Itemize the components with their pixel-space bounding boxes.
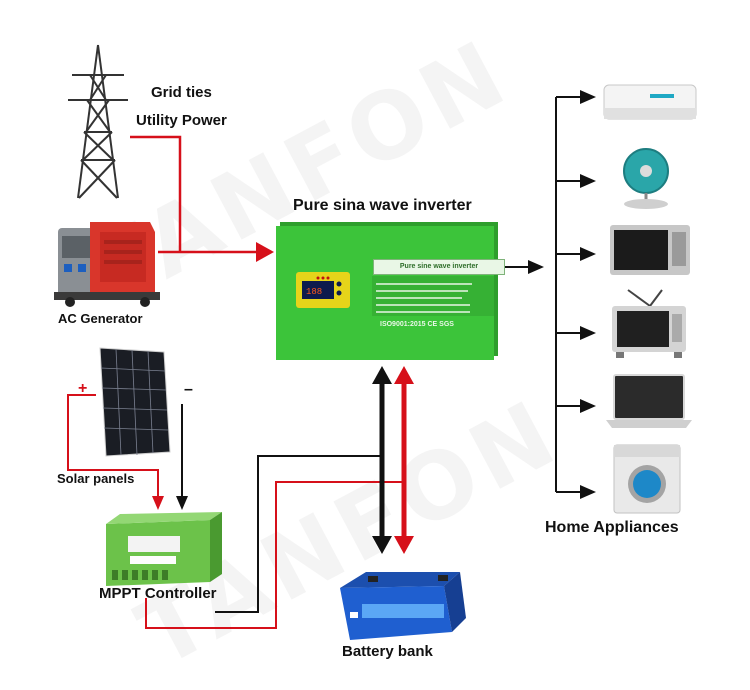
ac-input-arrowhead [256,242,274,262]
inverter-panel-title: Pure sine wave inverter [373,259,505,275]
air-conditioner-icon [603,84,697,120]
battery-bus [372,366,414,554]
mppt-controller-icon [106,512,222,586]
grid-ties-label: Grid ties [151,84,212,101]
mppt-controller-label: MPPT Controller [99,585,217,602]
solar-panel-icon [99,347,171,457]
laptop-icon [606,374,692,428]
solar-plus-sign: + [78,380,88,397]
mppt-bus-wires [145,455,404,629]
microwave-icon [610,225,690,275]
generator-icon [54,222,160,307]
inverter-label: Pure sina wave inverter [293,197,472,214]
solar-wires [67,394,183,498]
home-appliances-label: Home Appliances [545,519,679,536]
solar-minus-arrowhead [176,496,188,510]
output-arrowheads [528,90,596,499]
transmission-tower-icon [68,44,128,199]
battery-icon [340,572,466,640]
ac-generator-label: AC Generator [58,311,143,326]
fan-icon [623,148,669,209]
solar-plus-arrowhead [152,496,164,510]
tv-icon [612,289,686,358]
battery-bank-label: Battery bank [342,643,433,660]
utility-power-label: Utility Power [136,112,227,129]
svg-text:188: 188 [306,287,322,297]
inverter-icon: 188 [276,222,498,360]
solar-panels-label: Solar panels [57,471,135,486]
inverter-cert-text: ISO9001:2015 CE SGS [380,321,454,328]
output-bus [498,96,580,493]
washing-machine-icon [613,444,681,514]
solar-minus-sign: – [184,381,193,398]
ac-input-lines [130,135,256,254]
